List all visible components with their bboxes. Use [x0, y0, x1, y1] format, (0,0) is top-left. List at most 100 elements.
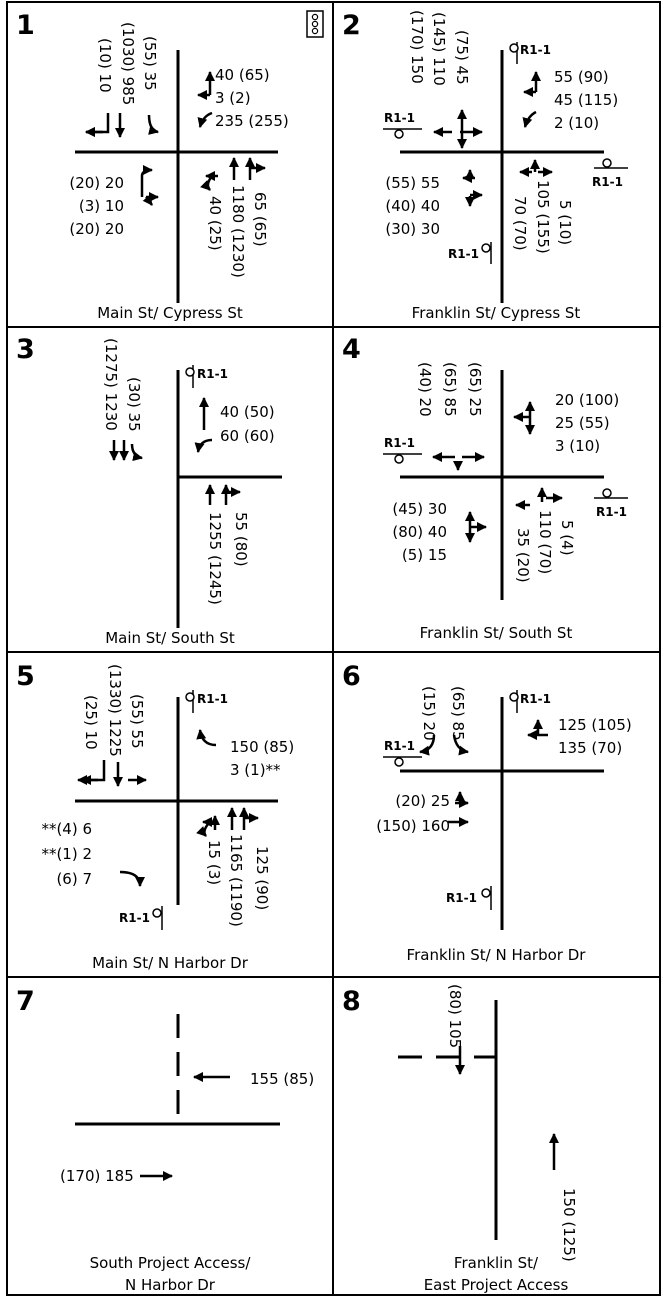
volume-label: 150 (125) [560, 1188, 578, 1262]
road-lines [176, 370, 282, 628]
turn-arrows [419, 719, 548, 827]
turn-arrows [455, 1046, 559, 1170]
stop-sign-label: R1-1 [520, 692, 551, 706]
volume-label: (40) 20 [416, 362, 434, 417]
stop-sign-label: R1-1 [592, 175, 623, 189]
volume-label: 25 (55) [555, 414, 610, 432]
volume-label: 235 (255) [215, 112, 289, 130]
volume-label: 3 (2) [215, 89, 251, 107]
stop-sign-label: R1-1 [384, 436, 415, 450]
volume-label: 1180 (1230) [229, 185, 247, 278]
panel-caption: N Harbor Dr [125, 1276, 216, 1294]
road-lines [398, 1000, 498, 1240]
panel-borders [6, 1, 661, 1296]
volume-label: 65 (65) [251, 192, 269, 247]
panel-caption: South Project Access/ [90, 1254, 252, 1272]
volume-label: 20 (100) [555, 391, 619, 409]
volume-label: (80) 40 [392, 523, 447, 541]
volume-label: (150) 160 [376, 817, 450, 835]
panel-1: 1 (10) 10 (1030) 985 (55) 35 40 (65) 3 (… [16, 10, 324, 322]
volume-label: 150 (85) [230, 738, 294, 756]
volume-label: (80) 105 [446, 984, 464, 1048]
road-lines [400, 50, 604, 303]
volume-label: 155 (85) [250, 1070, 314, 1088]
stop-sign-icon [383, 42, 628, 264]
panel-number: 8 [342, 986, 361, 1017]
stop-sign-label: R1-1 [197, 692, 228, 706]
road-lines [75, 697, 278, 905]
volume-label: 135 (70) [558, 739, 622, 757]
panel-6: 6 R1-1 R1-1 R1-1 (15) 20 (65) 85 125 (10… [342, 661, 632, 964]
stop-sign-label: R1-1 [384, 111, 415, 125]
stop-sign-icon [185, 365, 195, 388]
turn-arrows [432, 401, 563, 543]
turn-arrows [140, 1072, 230, 1181]
volume-label: (40) 40 [385, 197, 440, 215]
panel-number: 4 [342, 334, 361, 365]
panel-caption: Franklin St/ N Harbor Dr [407, 946, 587, 964]
panel-caption: East Project Access [424, 1276, 569, 1294]
volume-label: (1030) 985 [119, 22, 137, 105]
panel-3: 3 R1-1 (1275) 1230 (30) 35 40 (50) 60 (6… [16, 334, 282, 647]
volume-label: (20) 20 [69, 220, 124, 238]
panel-number: 7 [16, 986, 35, 1017]
volume-label: 125 (90) [253, 846, 271, 910]
volume-label: (10) 10 [96, 38, 114, 93]
volume-label: (15) 20 [420, 686, 438, 741]
volume-label: **(1) 2 [41, 845, 92, 863]
road-lines [400, 697, 604, 930]
turn-arrows [433, 71, 553, 207]
volume-label: (145) 110 [430, 12, 448, 86]
stop-sign-label: R1-1 [384, 739, 415, 753]
volume-label: (55) 55 [385, 174, 440, 192]
volume-label: (20) 20 [69, 174, 124, 192]
volume-label: 1165 (1190) [227, 834, 245, 927]
volume-label: (25) 10 [82, 695, 100, 750]
volume-label: (55) 55 [128, 694, 146, 749]
volume-label: 1255 (1245) [206, 512, 224, 605]
volume-label: (65) 85 [449, 686, 467, 741]
volume-label: (30) 35 [125, 377, 143, 432]
volume-label: 5 (10) [556, 200, 574, 245]
road-lines [400, 370, 604, 600]
stop-sign-icon [152, 690, 195, 930]
volume-label: 40 (50) [220, 403, 275, 421]
stop-sign-label: R1-1 [596, 505, 627, 519]
volume-label: 70 (70) [511, 196, 529, 251]
volume-label: 35 (20) [514, 528, 532, 583]
panel-number: 5 [16, 661, 35, 692]
panel-caption: Main St/ N Harbor Dr [92, 954, 249, 972]
traffic-signal-icon [306, 10, 324, 38]
volume-label: **(4) 6 [41, 820, 92, 838]
panel-caption: Main St/ South St [105, 629, 235, 647]
panel-2: 2 R1-1 R1-1 R1-1 R1-1 (170) 150 (145) 11… [342, 10, 628, 322]
panel-number: 3 [16, 334, 35, 365]
volume-label: (45) 30 [392, 500, 447, 518]
panel-caption: Franklin St/ [454, 1254, 539, 1272]
turn-arrows [85, 71, 266, 206]
volume-label: 60 (60) [220, 427, 275, 445]
volume-label: 15 (3) [205, 840, 223, 885]
volume-label: 5 (4) [558, 520, 576, 556]
volume-label: (170) 185 [60, 1167, 134, 1185]
volume-label: (55) 35 [141, 36, 159, 91]
volume-label: (65) 85 [441, 362, 459, 417]
volume-label: 2 (10) [554, 114, 599, 132]
volume-label: 125 (105) [558, 716, 632, 734]
volume-label: (6) 7 [56, 870, 92, 888]
turn-arrows [109, 397, 241, 505]
volume-label: 40 (25) [206, 196, 224, 251]
volume-label: (65) 25 [466, 362, 484, 417]
stop-sign-label: R1-1 [446, 891, 477, 905]
volume-label: 45 (115) [554, 91, 618, 109]
volume-label: (1275) 1230 [102, 338, 120, 431]
panel-caption: Main St/ Cypress St [97, 304, 243, 322]
volume-label: (170) 150 [408, 10, 426, 84]
stop-sign-label: R1-1 [520, 43, 551, 57]
volume-label: (5) 15 [402, 546, 447, 564]
volume-label: (1330) 1225 [106, 664, 124, 757]
stop-sign-label: R1-1 [119, 911, 150, 925]
road-lines [75, 50, 278, 303]
volume-label: 105 (155) [534, 180, 552, 254]
